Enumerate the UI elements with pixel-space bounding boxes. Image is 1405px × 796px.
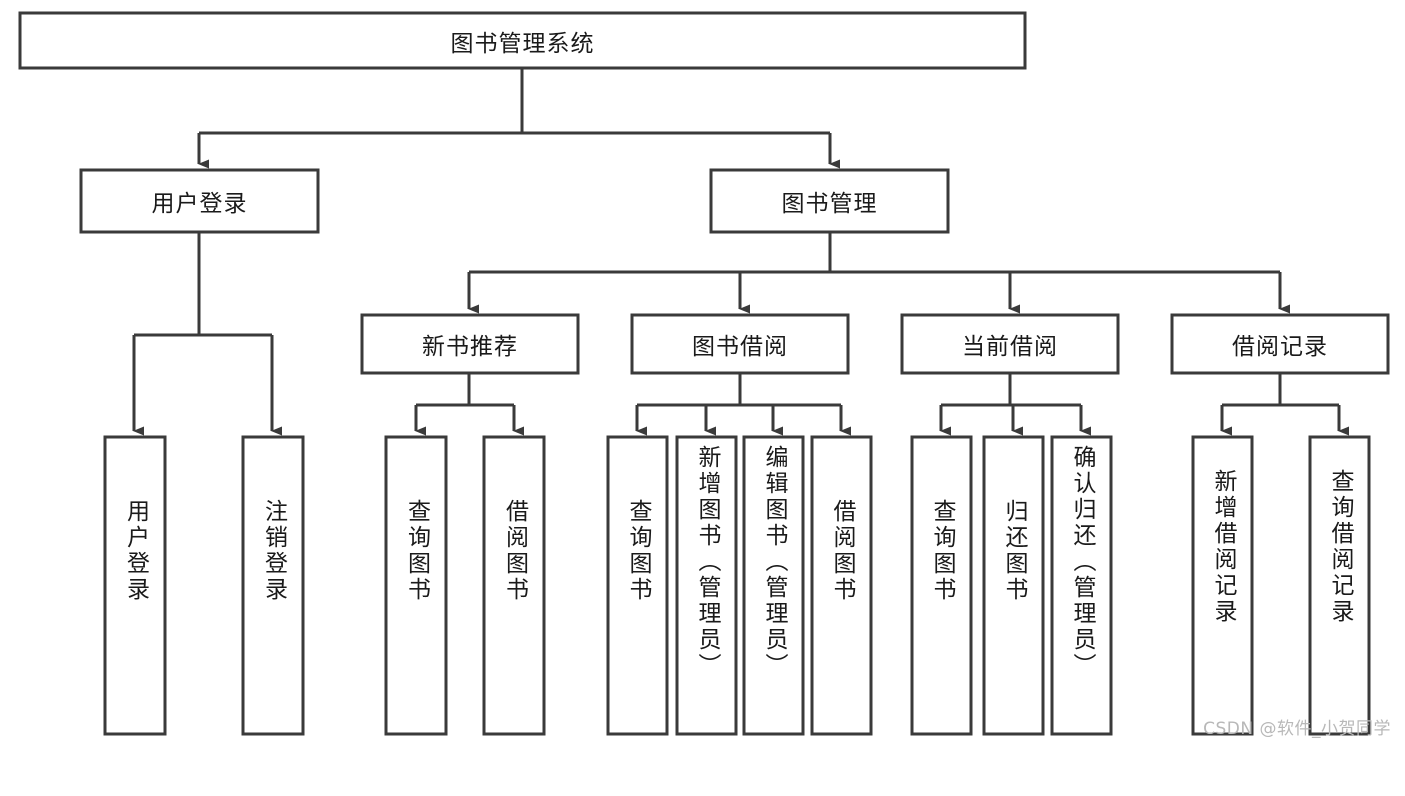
node-box-leaf-user-login[interactable] [103, 435, 167, 736]
node-box-layer [18, 11, 1390, 736]
node-box-leaf-query-record[interactable] [1308, 435, 1371, 736]
node-box-book-manage[interactable] [709, 168, 950, 234]
node-box-leaf-edit-book[interactable] [742, 435, 805, 736]
diagram-canvas [18, 11, 1390, 736]
node-box-leaf-confirm-return[interactable] [1050, 435, 1113, 736]
node-box-leaf-add-book[interactable] [675, 435, 738, 736]
node-box-leaf-logout[interactable] [241, 435, 305, 736]
connector-layer [132, 68, 1349, 436]
node-box-leaf-add-record[interactable] [1191, 435, 1254, 736]
node-box-new-book-recommend[interactable] [360, 313, 580, 375]
node-box-leaf-query-book-rec[interactable] [384, 435, 448, 736]
node-box-leaf-query-book-bor[interactable] [606, 435, 669, 736]
node-box-borrow-record[interactable] [1170, 313, 1390, 375]
node-box-leaf-borrow-book-rec[interactable] [482, 435, 546, 736]
node-box-current-borrow[interactable] [900, 313, 1120, 375]
node-box-leaf-query-book-cur[interactable] [910, 435, 973, 736]
node-box-user-login[interactable] [79, 168, 320, 234]
hierarchy-diagram: 图书管理系统 用户登录 图书管理 新书推荐 图书借阅 当前借阅 借阅记录 用户登… [18, 11, 1391, 739]
node-box-leaf-borrow-book-bor[interactable] [810, 435, 873, 736]
node-box-leaf-return-book[interactable] [982, 435, 1045, 736]
node-box-book-borrow[interactable] [630, 313, 850, 375]
node-box-root[interactable] [18, 11, 1027, 70]
